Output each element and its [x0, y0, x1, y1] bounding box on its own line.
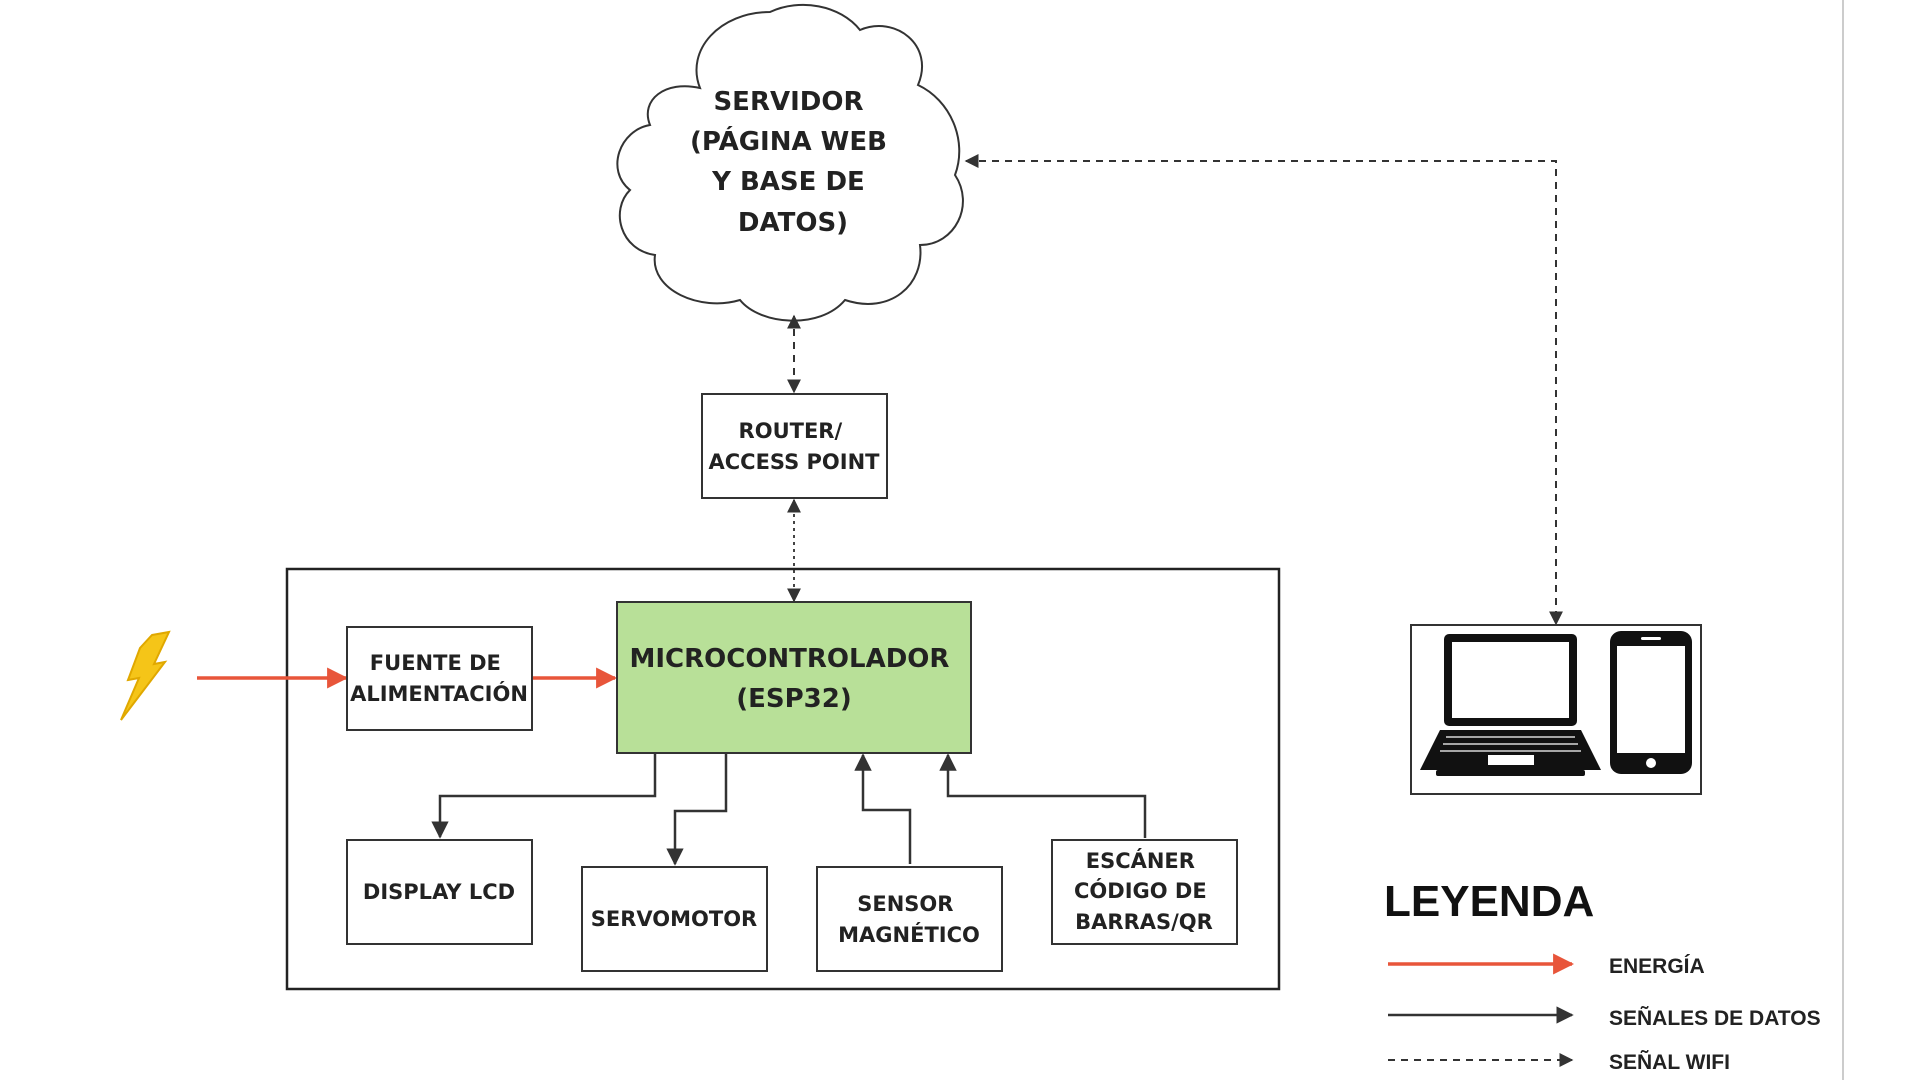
server-label: SERVIDOR (PÁGINA WEB Y BASE DE DATOS) — [690, 87, 896, 238]
microcontroller-node: MICROCONTROLADOR (ESP32) — [616, 601, 972, 754]
cloud-shape — [616, 3, 964, 322]
server-node: SERVIDOR (PÁGINA WEB Y BASE DE DATOS) — [616, 3, 964, 322]
scanner-box — [1051, 839, 1238, 945]
legend-wifi-label: SEÑAL WIFI — [1609, 1051, 1730, 1074]
data-link-scanner-mcu — [939, 753, 1147, 838]
lightning-bolt-icon — [120, 630, 171, 721]
wifi-link-server-devices — [964, 154, 1563, 626]
servomotor-box — [581, 866, 768, 972]
scanner-label: ESCÁNER CÓDIGO DE BARRAS/QR — [1074, 848, 1214, 934]
microcontroller-label: MICROCONTROLADOR (ESP32) — [629, 644, 958, 714]
magnetic-sensor-node: SENSOR MAGNÉTICO — [816, 866, 1003, 972]
router-box — [701, 393, 888, 499]
scanner-node: ESCÁNER CÓDIGO DE BARRAS/QR — [1051, 839, 1238, 945]
power-supply-box — [346, 626, 533, 731]
servomotor-node: SERVOMOTOR — [581, 866, 768, 972]
user-devices-node — [1410, 624, 1702, 795]
magnetic-sensor-box — [816, 866, 1003, 972]
legend-data-label: SEÑALES DE DATOS — [1609, 1007, 1821, 1030]
magnetic-sensor-label: SENSOR MAGNÉTICO — [838, 892, 980, 947]
router-label: ROUTER/ ACCESS POINT — [709, 419, 881, 474]
legend: LEYENDA ENERGÍA SEÑALES DE DATOS SEÑAL W… — [1384, 877, 1821, 1074]
data-link-mcu-servo — [666, 754, 728, 866]
smartphone-icon — [1610, 631, 1692, 774]
laptop-icon — [1420, 634, 1601, 776]
legend-energy-label: ENERGÍA — [1609, 955, 1705, 978]
data-link-sensor-mcu — [854, 753, 912, 864]
display-lcd-box — [346, 839, 533, 945]
router-node: ROUTER/ ACCESS POINT — [701, 393, 888, 499]
display-lcd-node: DISPLAY LCD — [346, 839, 533, 945]
power-supply-node: FUENTE DE ALIMENTACIÓN — [346, 626, 533, 731]
display-lcd-label: DISPLAY LCD — [363, 880, 515, 904]
system-frame — [285, 567, 1281, 991]
legend-title: LEYENDA — [1384, 877, 1594, 926]
microcontroller-box — [616, 601, 972, 754]
servomotor-label: SERVOMOTOR — [591, 907, 757, 931]
power-supply-label: FUENTE DE ALIMENTACIÓN — [350, 651, 528, 706]
data-link-mcu-display — [431, 754, 657, 839]
